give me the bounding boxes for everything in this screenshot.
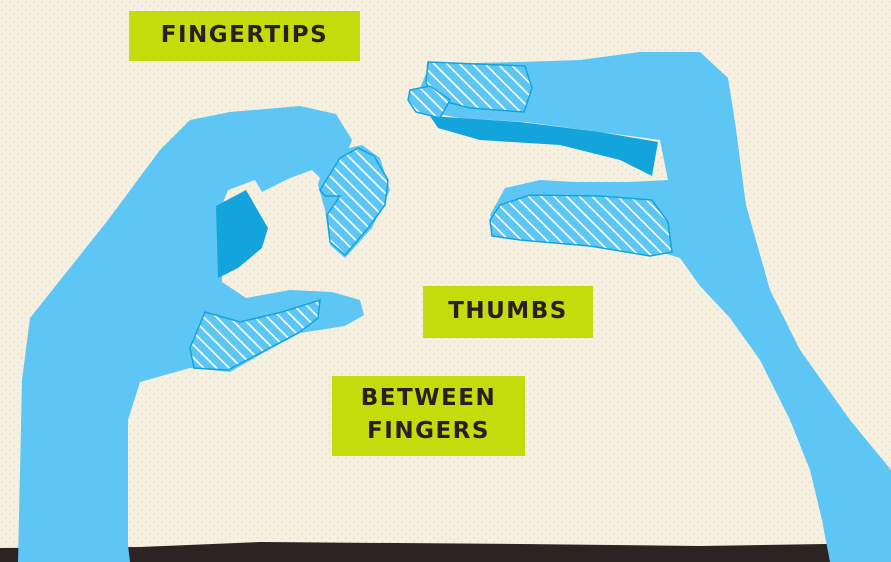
label-thumbs: THUMBS	[423, 286, 593, 338]
label-between-line2: FINGERS	[332, 415, 525, 448]
label-between-line1: BETWEEN	[332, 382, 525, 415]
label-between-fingers: BETWEEN FINGERS	[332, 376, 525, 456]
label-thumbs-text: THUMBS	[423, 297, 593, 326]
label-fingertips: FINGERTIPS	[129, 11, 360, 61]
label-fingertips-text: FINGERTIPS	[129, 21, 360, 50]
